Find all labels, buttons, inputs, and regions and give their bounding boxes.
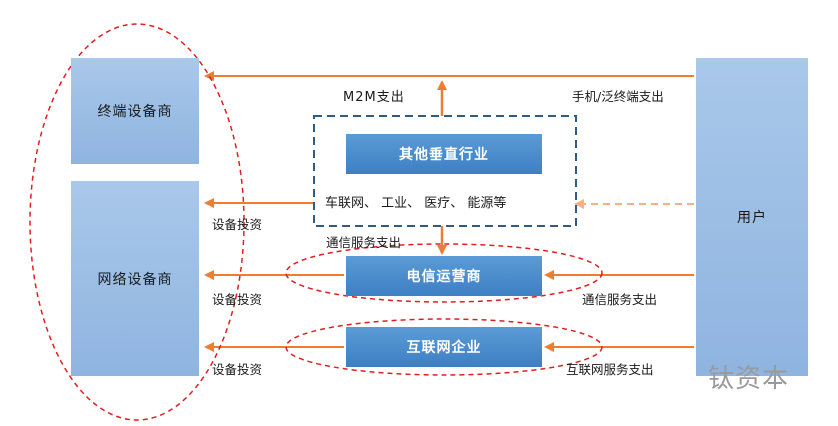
equipment-invest-label-1: 设备投资 <box>212 217 263 232</box>
comm-service-spend-user-label: 通信服务支出 <box>582 292 658 307</box>
equipment-invest-label-2: 设备投资 <box>212 292 263 307</box>
watermark-logo: 钛资本 <box>708 364 790 394</box>
telecom-ellipse <box>285 243 603 303</box>
vendor-ellipse <box>29 23 245 421</box>
internet-company-label: 互联网企业 <box>406 340 482 356</box>
verticals-dashed-frame <box>313 115 577 227</box>
terminal-vendor-box: 终端设备商 <box>71 58 199 164</box>
equipment-invest-label-3: 设备投资 <box>212 362 263 377</box>
other-verticals-box: 其他垂直行业 <box>346 134 542 174</box>
comm-service-spend-top-label: 通信服务支出 <box>326 235 402 250</box>
internet-company-box: 互联网企业 <box>346 327 542 367</box>
internet-ellipse <box>285 318 603 376</box>
terminal-vendor-label: 终端设备商 <box>97 104 173 120</box>
network-vendor-box: 网络设备商 <box>71 181 199 376</box>
other-verticals-label: 其他垂直行业 <box>399 147 489 163</box>
network-vendor-label: 网络设备商 <box>97 271 173 288</box>
verticals-examples: 车联网、 工业、 医疗、 能源等 <box>325 196 507 211</box>
internet-service-spend-label: 互联网服务支出 <box>566 362 654 377</box>
telecom-operator-box: 电信运营商 <box>346 256 542 296</box>
telecom-operator-label: 电信运营商 <box>406 269 482 285</box>
user-label: 用户 <box>737 210 767 226</box>
user-box: 用户 <box>696 58 808 376</box>
handset-spend-label: 手机/泛终端支出 <box>572 89 664 104</box>
m2m-spend-label: M2M支出 <box>343 90 405 105</box>
